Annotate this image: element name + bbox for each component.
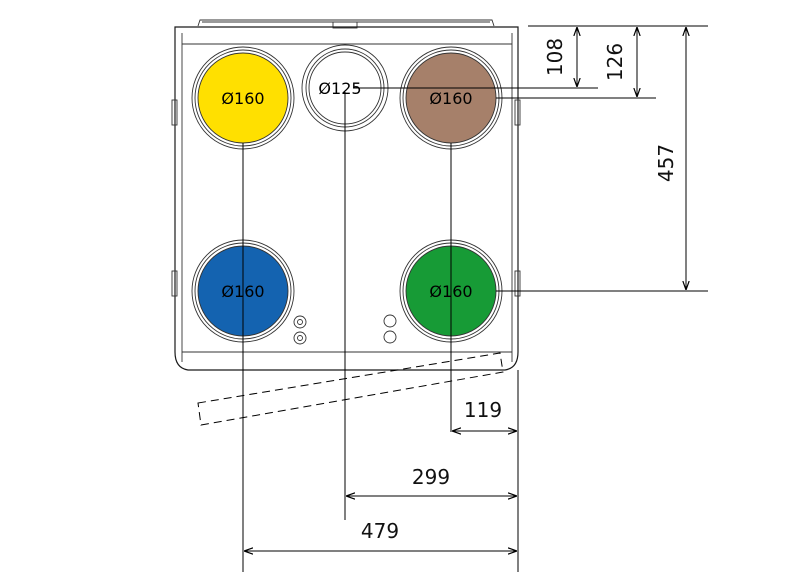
latch-right-top [514,99,521,126]
drain-connection-left-upper-inner [297,319,303,325]
drain-connection-right-upper [383,314,397,328]
dimension-label-299: 299 [412,465,450,489]
door-swing-outline [197,352,504,426]
latch-left-top [171,99,178,126]
dimension-119: 119 [452,398,517,431]
port-top-right: Ø160 [399,46,503,150]
housing-outline [174,26,519,371]
centerlines [242,25,708,572]
top-tab [332,21,358,29]
port-diameter-label: Ø160 [429,89,472,108]
latch-left-bottom [171,270,178,297]
dimension-label-126: 126 [603,43,627,81]
port-diameter-label: Ø160 [221,89,264,108]
dimension-label-108: 108 [543,38,567,76]
unit-housing [171,19,521,426]
dimension-299: 299 [346,465,517,496]
dimension-457: 457 [654,27,686,290]
dimension-label-479: 479 [361,519,399,543]
drain-connection-left-upper [293,315,307,329]
port-diameter-label: Ø125 [318,79,361,98]
top-rim [197,19,495,27]
dimension-label-119: 119 [464,398,502,422]
drain-connection-right-lower [383,330,397,344]
port-top-left: Ø160 [191,46,295,150]
dimension-108: 108 [543,27,577,87]
latch-right-bottom [514,270,521,297]
drain-connection-left-lower [293,331,307,345]
dimension-479: 479 [244,519,517,551]
dimension-126: 126 [603,27,637,97]
dimension-label-457: 457 [654,144,678,182]
drain-connection-left-lower-inner [297,335,303,341]
